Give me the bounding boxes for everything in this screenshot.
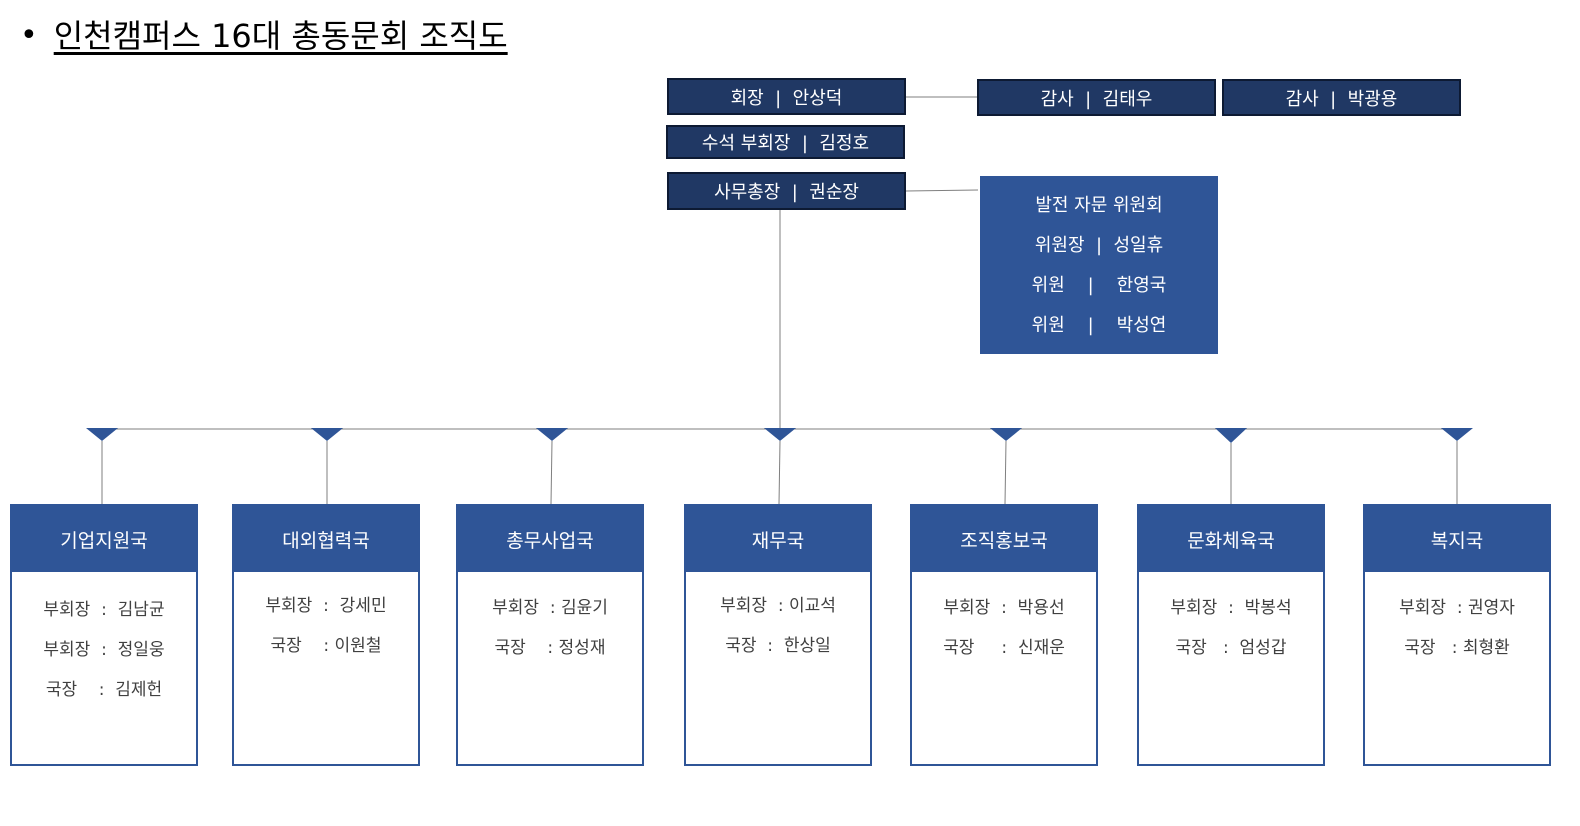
committee-member: 위원 | 박성연	[1031, 315, 1167, 336]
dept-member: 국장 : 이원철	[270, 636, 382, 656]
dept-card-culture-sports: 문화체육국 부회장 : 박봉석 국장 : 엄성갑	[1137, 504, 1325, 766]
drop-marker-icon	[1215, 428, 1247, 443]
auditor-label-2: 감사 | 박광용	[1285, 88, 1398, 110]
drop-5	[990, 428, 1022, 505]
dept-member: 부회장 : 박용선	[943, 598, 1065, 618]
dept-member: 국장 : 정성재	[494, 638, 606, 658]
auditor-box-2: 감사 | 박광용	[1222, 79, 1461, 116]
dept-card-finance: 재무국 부회장 : 이교석 국장 : 한상일	[684, 504, 872, 766]
senior-vp-box: 수석 부회장 | 김정호	[666, 125, 905, 159]
drop-marker-icon	[311, 428, 343, 441]
dept-name: 복지국	[1365, 506, 1549, 572]
dept-member: 국장 : 한상일	[725, 636, 831, 656]
dept-card-organization-pr: 조직홍보국 부회장 : 박용선 국장 : 신재운	[910, 504, 1098, 766]
dept-member: 부회장 : 권영자	[1399, 598, 1515, 618]
auditor-box-1: 감사 | 김태우	[977, 79, 1216, 116]
drop-4	[764, 428, 796, 505]
bullet-icon: •	[20, 18, 38, 53]
dept-member: 국장 : 김제헌	[45, 680, 163, 700]
dept-name: 문화체육국	[1139, 506, 1323, 572]
committee-title: 발전 자문 위원회	[1035, 195, 1163, 216]
dept-card-corporate-support: 기업지원국 부회장 : 김남균 부회장 : 정일웅 국장 : 김제헌	[10, 504, 198, 766]
dept-name: 재무국	[686, 506, 870, 572]
drop-1	[86, 428, 118, 504]
dept-name: 조직홍보국	[912, 506, 1096, 572]
president-label: 회장 | 안상덕	[730, 87, 843, 109]
page-title: 인천캠퍼스 16대 총동문회 조직도	[53, 17, 508, 55]
dept-member: 부회장 : 강세민	[265, 596, 387, 616]
senior-vp-label: 수석 부회장 | 김정호	[701, 133, 870, 154]
drop-marker-icon	[764, 428, 796, 441]
drop-marker-icon	[990, 428, 1022, 441]
drop-marker-icon	[1441, 428, 1473, 441]
committee-member: 위원 | 한영국	[1031, 275, 1167, 296]
secretary-general-label: 사무총장 | 권순장	[714, 182, 859, 203]
dept-member: 부회장 : 이교석	[720, 596, 836, 616]
dept-name: 총무사업국	[458, 506, 642, 572]
dept-card-general-affairs: 총무사업국 부회장 : 김윤기 국장 : 정성재	[456, 504, 644, 766]
drop-marker-icon	[86, 428, 118, 441]
line-secretary-committee	[905, 189, 979, 192]
drop-6	[1215, 428, 1247, 504]
dept-card-external-cooperation: 대외협력국 부회장 : 강세민 국장 : 이원철	[232, 504, 420, 766]
dept-member: 국장 : 최형환	[1404, 638, 1510, 658]
secretary-general-box: 사무총장 | 권순장	[667, 172, 906, 210]
title-row: • 인천캠퍼스 16대 총동문회 조직도	[20, 16, 508, 56]
drop-3	[536, 428, 568, 505]
dept-member: 국장 : 엄성갑	[1175, 638, 1287, 658]
dept-name: 대외협력국	[234, 506, 418, 572]
dept-member: 부회장 : 박봉석	[1170, 598, 1292, 618]
dept-card-welfare: 복지국 부회장 : 권영자 국장 : 최형환	[1363, 504, 1551, 766]
dept-member: 국장 : 신재운	[943, 638, 1065, 658]
drop-marker-icon	[536, 428, 568, 441]
dept-name: 기업지원국	[12, 506, 196, 572]
drop-7	[1441, 428, 1473, 504]
president-box: 회장 | 안상덕	[667, 78, 906, 115]
dept-member: 부회장 : 정일웅	[43, 640, 165, 660]
advisory-committee-box: 발전 자문 위원회 위원장 | 성일휴 위원 | 한영국 위원 | 박성연	[980, 176, 1218, 354]
dept-member: 부회장 : 김남균	[43, 600, 165, 620]
auditor-label-1: 감사 | 김태우	[1040, 88, 1153, 110]
committee-member: 위원장 | 성일휴	[1034, 235, 1164, 256]
drop-2	[311, 428, 343, 504]
dept-member: 부회장 : 김윤기	[492, 598, 608, 618]
